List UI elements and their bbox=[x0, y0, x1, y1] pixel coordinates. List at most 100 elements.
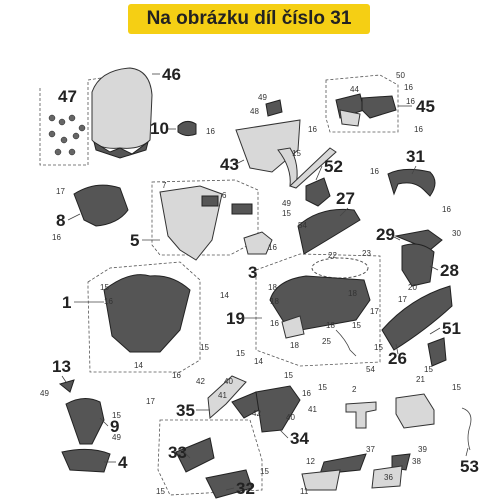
label-41: 41 bbox=[308, 405, 317, 414]
part-33-undertray bbox=[175, 437, 215, 473]
label-17: 17 bbox=[146, 397, 155, 406]
leader-lines bbox=[61, 105, 469, 491]
part-45-compartment bbox=[335, 93, 397, 127]
callout-13: 13 bbox=[52, 357, 71, 376]
label-16: 16 bbox=[442, 205, 451, 214]
part-51-reflector bbox=[427, 337, 447, 367]
part-26-side-cover bbox=[381, 285, 453, 351]
label-17: 17 bbox=[370, 307, 379, 316]
label-14: 14 bbox=[134, 361, 143, 370]
part-31-rear-grip bbox=[387, 168, 436, 197]
label-14: 14 bbox=[220, 291, 229, 300]
label-50: 50 bbox=[396, 71, 405, 80]
label-17: 17 bbox=[398, 295, 407, 304]
label-16: 16 bbox=[414, 125, 423, 134]
group-box-19 bbox=[255, 253, 381, 367]
label-15: 15 bbox=[284, 371, 293, 380]
part-10-bracket bbox=[177, 120, 197, 137]
part-8-headlight-cover bbox=[73, 184, 129, 227]
label-37: 37 bbox=[366, 445, 375, 454]
label-16: 16 bbox=[404, 83, 413, 92]
label-30: 30 bbox=[452, 229, 461, 238]
label-49: 49 bbox=[40, 389, 49, 398]
part-1-front-shield bbox=[103, 274, 191, 353]
callout-28: 28 bbox=[440, 261, 459, 280]
part-13-emblem bbox=[58, 379, 75, 393]
part-5-inner-panel bbox=[159, 185, 253, 261]
banner-title: Na obrázku díl číslo 31 bbox=[146, 8, 352, 29]
callout-34: 34 bbox=[290, 429, 309, 448]
label-54: 54 bbox=[298, 221, 307, 230]
label-15: 15 bbox=[200, 343, 209, 352]
group-box-1 bbox=[87, 261, 201, 373]
part-9-front-spoiler bbox=[65, 398, 105, 445]
label-16: 16 bbox=[370, 167, 379, 176]
label-15: 15 bbox=[236, 349, 245, 358]
label-18: 18 bbox=[326, 321, 335, 330]
label-48: 48 bbox=[250, 107, 259, 116]
group-box-33 bbox=[157, 419, 263, 496]
part-4-lower-cover bbox=[61, 448, 111, 473]
label-15: 15 bbox=[424, 365, 433, 374]
label-11: 11 bbox=[300, 487, 309, 496]
callout-27: 27 bbox=[336, 189, 355, 208]
callout-35: 35 bbox=[176, 401, 195, 420]
callout-10: 10 bbox=[150, 119, 169, 138]
label-25: 25 bbox=[322, 337, 331, 346]
label-15: 15 bbox=[452, 383, 461, 392]
label-15: 15 bbox=[352, 321, 361, 330]
label-16: 16 bbox=[302, 389, 311, 398]
group-box-45 bbox=[325, 74, 399, 133]
label-7: 7 bbox=[162, 181, 167, 190]
group-box-47-46 bbox=[39, 71, 141, 166]
callout-46: 46 bbox=[162, 65, 181, 84]
label-42: 42 bbox=[196, 377, 205, 386]
part-52-bracket bbox=[305, 177, 331, 207]
callout-45: 45 bbox=[416, 97, 435, 116]
callout-47: 47 bbox=[58, 87, 77, 106]
label-42: 42 bbox=[252, 409, 261, 418]
part-46-windscreen bbox=[91, 67, 160, 159]
callout-1: 1 bbox=[62, 293, 71, 312]
label-16: 16 bbox=[52, 233, 61, 242]
label-15: 15 bbox=[112, 411, 121, 420]
label-15: 15 bbox=[374, 343, 383, 352]
label-18: 18 bbox=[268, 283, 277, 292]
callout-5: 5 bbox=[130, 231, 139, 250]
part-21-battery-box bbox=[395, 393, 435, 429]
part-3-cover bbox=[243, 231, 273, 255]
label-16: 16 bbox=[268, 243, 277, 252]
label-2: 2 bbox=[352, 385, 357, 394]
label-14: 14 bbox=[254, 357, 263, 366]
part-34-floor-right bbox=[255, 385, 301, 433]
label-16: 16 bbox=[104, 297, 113, 306]
part-19-storage-tray bbox=[269, 275, 371, 339]
label-54: 54 bbox=[366, 365, 375, 374]
label-15: 15 bbox=[292, 149, 301, 158]
label-16: 16 bbox=[270, 319, 279, 328]
callout-52: 52 bbox=[324, 157, 343, 176]
callout-19: 19 bbox=[226, 309, 245, 328]
label-39: 39 bbox=[418, 445, 427, 454]
label-36: 36 bbox=[384, 473, 393, 482]
part-2-bracket bbox=[345, 401, 377, 429]
part-43-center-panel bbox=[235, 119, 337, 189]
parts-diagram: 46 47 10 43 52 45 31 8 5 27 29 28 3 1 19… bbox=[39, 65, 479, 499]
label-49: 49 bbox=[112, 433, 121, 442]
label-16: 16 bbox=[172, 371, 181, 380]
label-18: 18 bbox=[290, 341, 299, 350]
label-20: 20 bbox=[408, 283, 417, 292]
part-28-tail-frame bbox=[401, 243, 435, 287]
part-47-hardware bbox=[48, 114, 86, 156]
label-40: 40 bbox=[286, 413, 295, 422]
part-48-clip bbox=[265, 99, 283, 117]
callout-53: 53 bbox=[460, 457, 479, 476]
label-49: 49 bbox=[258, 93, 267, 102]
label-44: 44 bbox=[350, 85, 359, 94]
label-38: 38 bbox=[412, 457, 421, 466]
label-6: 6 bbox=[222, 191, 227, 200]
label-18: 18 bbox=[270, 297, 279, 306]
group-box-5 bbox=[151, 179, 259, 256]
callout-31: 31 bbox=[406, 147, 425, 166]
label-15: 15 bbox=[156, 487, 165, 496]
